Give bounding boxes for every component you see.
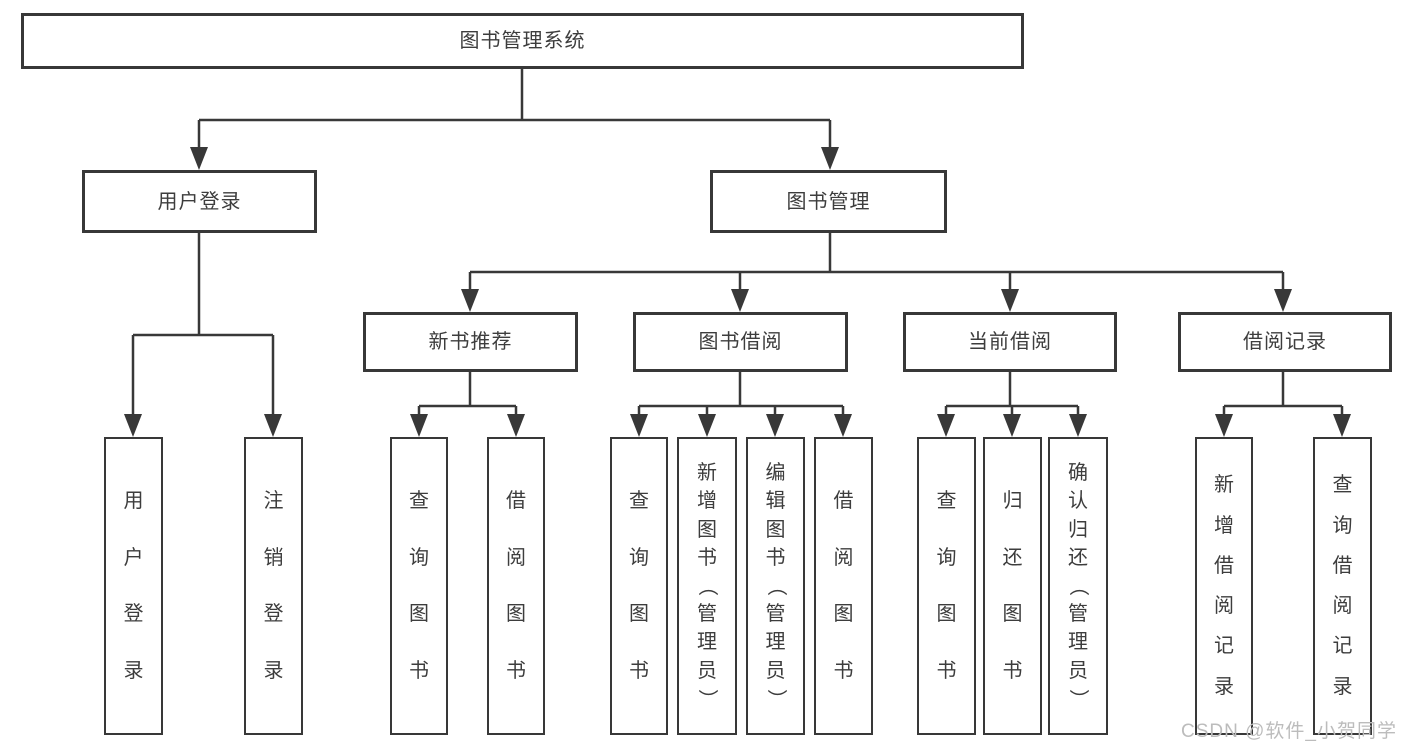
node-label: 图书管理系统 xyxy=(459,30,586,52)
leaf-label: 编辑图书（管理员） xyxy=(764,462,787,709)
leaf-query-books-current: 查询图书 xyxy=(917,437,976,735)
node-book-borrowing: 图书借阅 xyxy=(633,312,848,372)
leaf-label: 新增图书（管理员） xyxy=(696,462,718,709)
leaf-label: 归还图书 xyxy=(1002,490,1023,682)
leaf-query-borrow-record: 查询借阅记录 xyxy=(1313,437,1372,735)
leaf-label: 用户登录 xyxy=(123,490,144,682)
leaf-confirm-return-admin: 确认归还（管理员） xyxy=(1048,437,1108,735)
node-label: 当前借阅 xyxy=(968,331,1052,353)
leaf-edit-books-admin: 编辑图书（管理员） xyxy=(746,437,805,735)
node-book-management: 图书管理 xyxy=(710,170,947,233)
node-library-system: 图书管理系统 xyxy=(21,13,1024,69)
node-label: 用户登录 xyxy=(157,190,242,213)
node-label: 图书借阅 xyxy=(698,331,783,353)
leaf-label: 查询图书 xyxy=(629,490,649,682)
node-current-borrowing: 当前借阅 xyxy=(903,312,1117,372)
leaf-label: 确认归还（管理员） xyxy=(1067,462,1089,709)
leaf-add-books-admin: 新增图书（管理员） xyxy=(677,437,737,735)
leaf-borrow-books-recommend: 借阅图书 xyxy=(487,437,545,735)
node-borrowing-records: 借阅记录 xyxy=(1178,312,1392,372)
node-label: 借阅记录 xyxy=(1243,331,1327,353)
node-label: 图书管理 xyxy=(786,190,871,213)
node-label: 新书推荐 xyxy=(428,331,513,353)
leaf-label: 注销登录 xyxy=(263,490,284,682)
leaf-query-books-recommend: 查询图书 xyxy=(390,437,448,735)
leaf-label: 查询图书 xyxy=(409,490,429,682)
csdn-watermark: CSDN @软件_小贺同学 xyxy=(1181,721,1397,742)
leaf-return-books: 归还图书 xyxy=(983,437,1042,735)
leaf-label: 新增借阅记录 xyxy=(1214,474,1234,698)
node-user-login: 用户登录 xyxy=(82,170,317,233)
leaf-borrow-books: 借阅图书 xyxy=(814,437,873,735)
leaf-logout: 注销登录 xyxy=(244,437,303,735)
leaf-query-books-borrow: 查询图书 xyxy=(610,437,668,735)
leaf-label: 借阅图书 xyxy=(833,490,854,682)
leaf-label: 查询图书 xyxy=(936,490,957,682)
leaf-add-borrow-record: 新增借阅记录 xyxy=(1195,437,1253,735)
node-new-book-recommend: 新书推荐 xyxy=(363,312,578,372)
leaf-label: 借阅图书 xyxy=(506,490,526,682)
leaf-user-login: 用户登录 xyxy=(104,437,163,735)
leaf-label: 查询借阅记录 xyxy=(1332,474,1353,698)
